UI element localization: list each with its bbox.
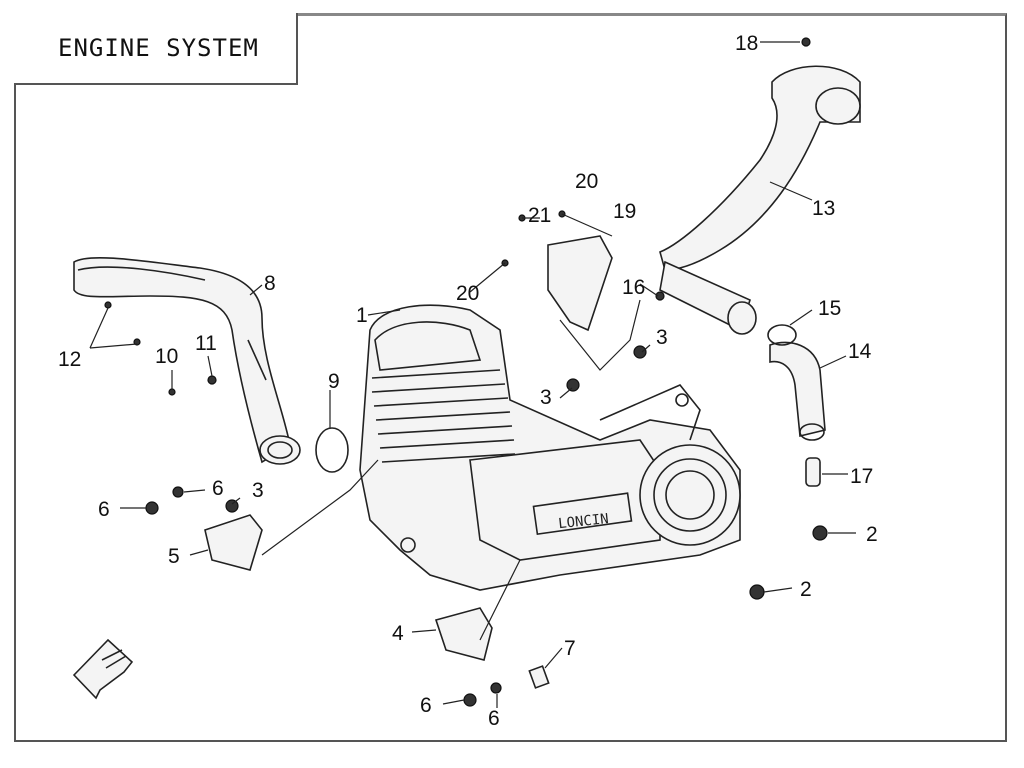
engine-block-part-1 [359,304,741,591]
callout-label: 8 [264,272,276,295]
callout-label: 6 [488,707,500,730]
callout-label: 11 [195,332,217,355]
callout-label: 7 [564,637,576,660]
callout-label: 15 [818,297,841,320]
callout-label: 10 [155,345,178,368]
callout-label: 5 [168,545,180,568]
sensor-part-17 [805,457,821,487]
bracket-part-5 [204,514,263,571]
callout-label: 16 [622,276,645,299]
callout-label: 2 [800,578,812,601]
leader-lines [89,41,856,708]
callout-label: 21 [528,204,551,227]
callout-label: 9 [328,370,340,393]
hose-part-14 [769,341,826,437]
callout-label: 3 [252,479,264,502]
callout-label: 17 [850,465,873,488]
callout-label: 4 [392,622,404,645]
front-arrow-icon [72,638,134,700]
bracket-part-4 [434,607,493,661]
callout-label: 19 [613,200,636,223]
callout-label: 13 [812,197,835,220]
callout-label: 2 [866,523,878,546]
diagram-frame [14,13,1007,742]
bracket-part-19 [547,235,613,332]
callout-labels: 18 20 21 19 13 8 20 16 1 15 3 12 10 11 1… [58,32,878,730]
brand-plate: LONCIN [557,511,609,532]
callout-label: 14 [848,340,872,363]
callout-label: 3 [656,326,668,349]
page-title: ENGINE SYSTEM [58,34,259,62]
callout-label: 6 [98,498,110,521]
callout-label: 18 [735,32,758,55]
clamp-part-15 [767,324,797,346]
callout-label: 12 [58,348,81,371]
callout-label: 1 [356,304,368,327]
title-box [14,13,298,85]
intake-hose-part-8 [73,256,301,465]
callout-label: 6 [420,694,432,717]
callout-label: 3 [540,386,552,409]
callout-label: 20 [456,282,479,305]
fasteners [104,37,828,707]
callout-label: 6 [212,477,224,500]
exhaust-pipe-part-13 [659,65,861,335]
hose-clamp-part-9 [315,427,349,473]
callout-label: 20 [575,170,598,193]
